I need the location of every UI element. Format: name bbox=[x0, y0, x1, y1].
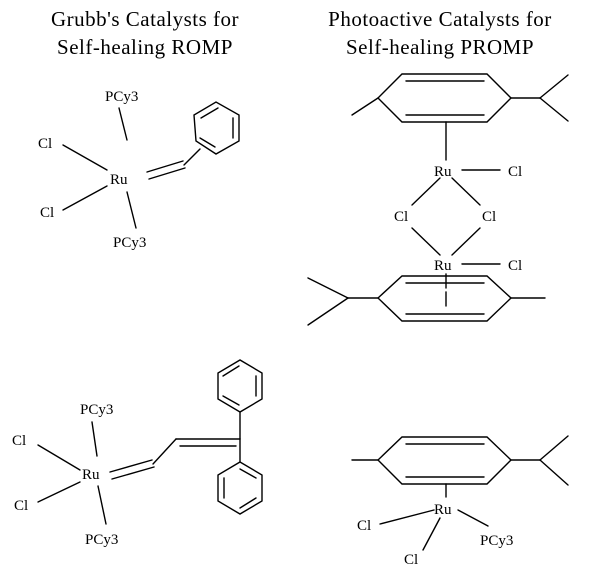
ru-label: Ru bbox=[434, 502, 452, 518]
ru-label: Ru bbox=[434, 164, 452, 180]
cl-label: Cl bbox=[482, 209, 496, 225]
photoactive-catalyst-dimer: Ru Cl Cl Cl Ru Cl bbox=[307, 73, 569, 326]
cl-label: Cl bbox=[508, 164, 522, 180]
header-photoactive-line2: Self-healing PROMP bbox=[346, 35, 534, 59]
ru-label: Ru bbox=[434, 258, 452, 274]
cl-label: Cl bbox=[508, 258, 522, 274]
pcy3-label: PCy3 bbox=[480, 533, 513, 549]
photoactive-catalyst-monomer: Ru Cl PCy3 Cl bbox=[351, 435, 569, 568]
pcy3-label: PCy3 bbox=[113, 235, 146, 251]
ru-label: Ru bbox=[82, 467, 100, 483]
cl-label: Cl bbox=[357, 518, 371, 534]
pcy3-label: PCy3 bbox=[105, 89, 138, 105]
cl-label: Cl bbox=[14, 498, 28, 514]
grubbs-catalyst-2: PCy3 Cl Ru Cl PCy3 bbox=[12, 359, 263, 548]
cl-label: Cl bbox=[404, 552, 418, 568]
header-grubbs: Grubb's Catalysts for Self-healing ROMP bbox=[51, 7, 239, 59]
pcy3-label: PCy3 bbox=[80, 402, 113, 418]
grubbs-catalyst-1: PCy3 Cl Cl Ru PCy3 bbox=[38, 89, 240, 251]
header-photoactive-line1: Photoactive Catalysts for bbox=[328, 7, 552, 31]
header-photoactive: Photoactive Catalysts for Self-healing P… bbox=[328, 7, 552, 59]
cl-label: Cl bbox=[12, 433, 26, 449]
header-grubbs-line2: Self-healing ROMP bbox=[57, 35, 233, 59]
header-grubbs-line1: Grubb's Catalysts for bbox=[51, 7, 239, 31]
pcy3-label: PCy3 bbox=[85, 532, 118, 548]
ru-label: Ru bbox=[110, 172, 128, 188]
cl-label: Cl bbox=[38, 136, 52, 152]
cl-label: Cl bbox=[394, 209, 408, 225]
cl-label: Cl bbox=[40, 205, 54, 221]
